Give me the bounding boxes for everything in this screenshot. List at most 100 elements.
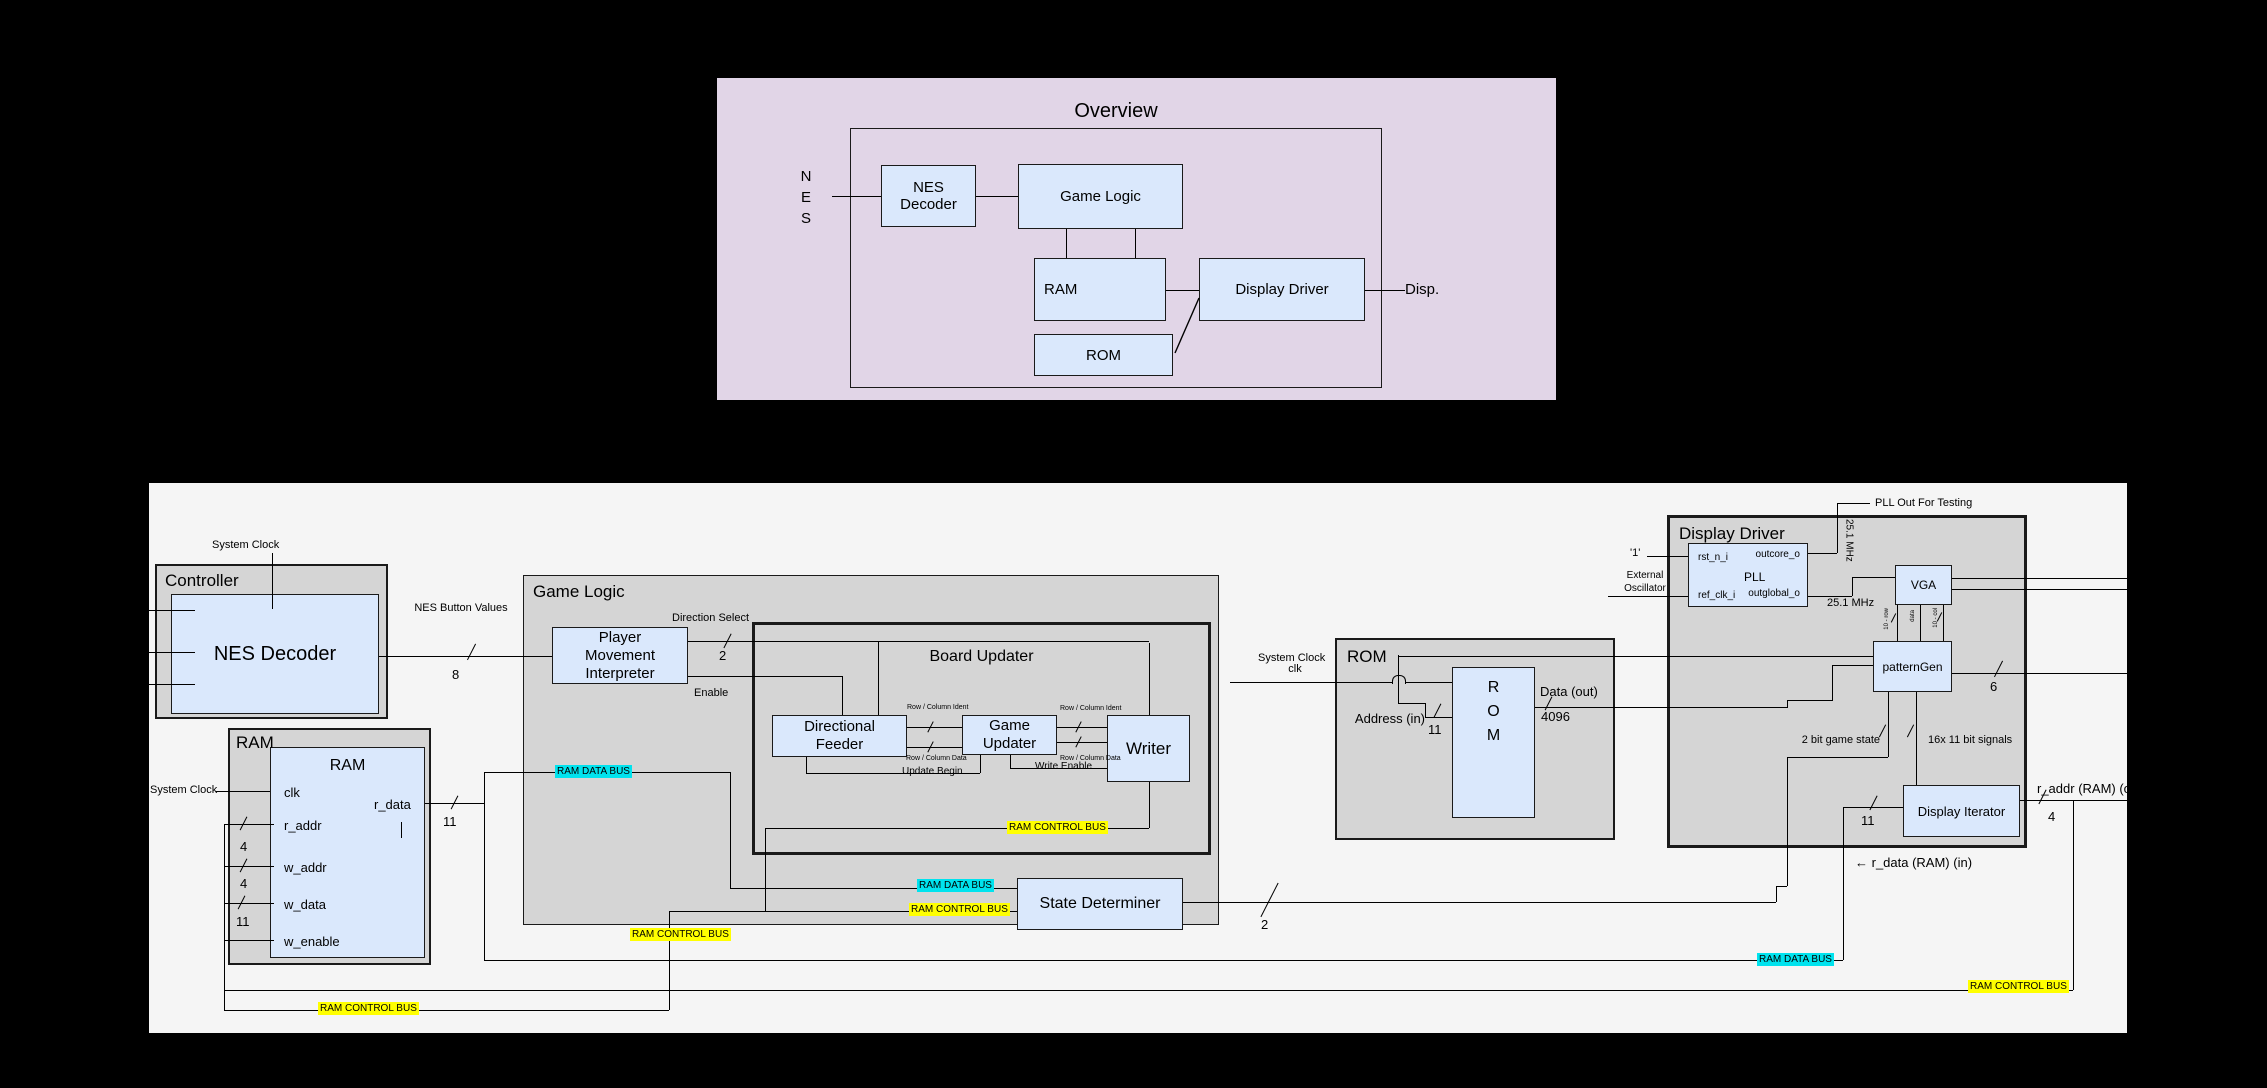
wire: [842, 676, 844, 715]
game-state-label: 2 bit game state: [1801, 734, 1880, 746]
nes-decoder-box: NES Decoder: [171, 594, 379, 714]
wire: [1425, 703, 1427, 717]
ram-data-bus-label: RAM DATA BUS: [917, 879, 994, 892]
rom-address-in-label: Address (in): [1354, 711, 1425, 726]
vga-row-signal-label: 10 - row: [1884, 608, 1890, 630]
ram-control-bus-label: RAM CONTROL BUS: [1968, 980, 2069, 993]
wire: [1787, 757, 1789, 886]
overview-panel: Overview N E S NES Decoder Game Logic RA…: [717, 78, 1556, 400]
wire: [806, 773, 980, 775]
wire: [1787, 700, 1789, 708]
wire: [1897, 605, 1899, 641]
wire: [688, 641, 1149, 643]
wire: [1776, 886, 1787, 888]
wire: [1776, 886, 1778, 902]
ram-port-w-addr: w_addr: [284, 860, 327, 875]
wire: [1135, 229, 1137, 258]
wire: [224, 824, 274, 826]
wire: [1888, 692, 1890, 757]
state-width: 2: [1261, 917, 1269, 932]
write-enable-label: Write Enable: [1035, 761, 1093, 772]
wire: [1808, 596, 1852, 598]
writer-box: Writer: [1107, 715, 1190, 782]
overview-display-driver-box: Display Driver: [1199, 258, 1365, 321]
wire: [1183, 902, 1776, 904]
wire: [1166, 290, 1199, 292]
enable-label: Enable: [694, 687, 729, 699]
wire: [669, 911, 1017, 913]
wire: [1010, 755, 1012, 768]
pll-port-outcore-o: outcore_o: [1755, 549, 1800, 560]
wire: [1398, 656, 1873, 658]
wire: [1404, 682, 1452, 684]
cursor-mark: [401, 822, 403, 838]
wire: [765, 828, 1149, 830]
wire: [980, 755, 982, 773]
overview-disp-label: Disp.: [1405, 281, 1440, 298]
ram-box: RAM clk r_addr w_addr w_data w_enable r_…: [270, 747, 425, 958]
wire: [765, 828, 767, 911]
wire: [484, 772, 486, 960]
pll-name: PLL: [1744, 570, 1766, 584]
rom-to-display-driver-diagonal: [1174, 297, 1200, 354]
wire: [2073, 800, 2075, 990]
pattern-gen-box: patternGen: [1873, 641, 1952, 692]
r-addr-width: 4: [240, 839, 248, 854]
wire: [1787, 757, 1888, 759]
pll-port-outglobal-o: outglobal_o: [1748, 588, 1800, 599]
overview-game-logic-box: Game Logic: [1018, 164, 1183, 229]
pll-port-rst-n-i: rst_n_i: [1698, 552, 1729, 563]
wire: [224, 824, 226, 1010]
wire: [976, 196, 1018, 198]
rom-system-clock-label: System Clock: [1258, 652, 1326, 664]
wire: [149, 652, 195, 654]
game-updater-box: Game Updater: [962, 715, 1057, 755]
wire: [224, 990, 2073, 992]
game-logic-title: Game Logic: [533, 582, 625, 601]
r-data-width: 11: [443, 814, 457, 829]
wire: [2020, 800, 2127, 802]
wire: [1149, 782, 1151, 828]
wire: [1398, 655, 1400, 703]
wire: [1010, 768, 1107, 770]
wire: [1943, 605, 1945, 641]
directional-feeder-box: Directional Feeder: [772, 715, 907, 757]
ram-box-title: RAM: [329, 757, 366, 774]
main-diagram: Controller NES Decoder System Clock 8 NE…: [149, 483, 2127, 1033]
overview-title: Overview: [1074, 100, 1158, 122]
wire: [1057, 742, 1107, 744]
r-data-ram-in-label: ← r_data (RAM) (in): [1855, 855, 1973, 870]
wire: [688, 676, 842, 678]
overview-nes-decoder-box: NES Decoder: [881, 165, 976, 227]
wire: [224, 1010, 669, 1012]
overview-nes-source: N E S: [800, 168, 812, 227]
rom-data-out-label: Data (out): [1540, 684, 1598, 699]
iterator-in-width: 11: [1861, 813, 1875, 828]
wire: [1535, 707, 1787, 709]
row-column-ident-label: Row / Column Ident: [1060, 705, 1122, 712]
wire: [1230, 682, 1392, 684]
wire: [1952, 589, 2127, 591]
rom-clk-label: clk: [1288, 663, 1302, 675]
w-addr-width: 4: [240, 876, 248, 891]
wire: [1920, 605, 1922, 641]
wire: [224, 866, 274, 868]
vga-data-signal-label: data: [1910, 610, 1916, 622]
rom-address-width: 11: [1428, 722, 1442, 737]
rom-data-width: 4096: [1541, 709, 1570, 724]
ram-control-bus-label: RAM CONTROL BUS: [1007, 821, 1108, 834]
wire: [1365, 290, 1405, 292]
controller-title: Controller: [165, 571, 239, 590]
ram-port-r-data: r_data: [374, 797, 411, 812]
wire: [730, 772, 732, 888]
ram-data-bus-label: RAM DATA BUS: [1757, 953, 1834, 966]
wire: [379, 656, 552, 658]
ram-port-w-data: w_data: [284, 897, 326, 912]
player-movement-interpreter-box: Player Movement Interpreter: [552, 627, 688, 684]
overview-boundary-box: [850, 128, 1382, 388]
r-addr-ram-out-label: r_addr (RAM) (o: [2037, 781, 2127, 796]
overview-rom-box: ROM: [1034, 334, 1173, 376]
wire: [1916, 692, 1918, 785]
direction-select-width: 2: [719, 648, 727, 663]
wire: [1852, 577, 1854, 596]
